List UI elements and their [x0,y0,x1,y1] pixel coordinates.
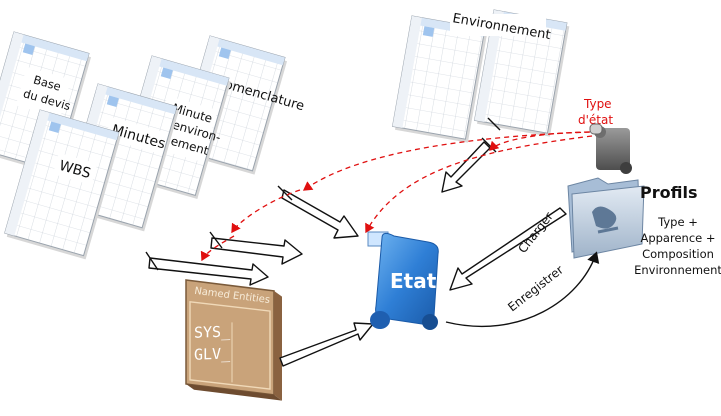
red-arrow-5 [200,235,235,262]
sheet-environnement-front [473,9,570,137]
type-etat-line-1: Type [583,97,612,111]
arrow-environnement-to-etat [441,141,491,193]
arrow-charger [449,207,567,291]
profils-line-3: Composition [642,247,714,261]
red-arrow-2 [302,131,591,191]
environnement-label-bg [450,14,546,36]
type-etat-scroll-icon [589,123,632,174]
profils-title: Profils [640,183,697,202]
enregistrer-label: Enregistrer [505,263,566,315]
arrow-wbs [148,257,269,286]
sheet-wbs: WBS [4,109,121,260]
type-etat-line-2: d'état [578,113,613,127]
hollow-arrows [148,141,567,367]
profils-line-4: Environnement [634,263,721,277]
red-arrow-1 [489,131,599,151]
named-entities-line-1: SYS_ [194,322,231,341]
profils-line-2: Apparence + [640,231,715,245]
sheet-environnement-back [391,15,488,143]
profils-line-1: Type + [657,215,698,229]
red-arrow-3 [365,135,593,234]
charger-label: Charger [515,209,556,255]
named-entities-board: Named Entities SYS_ GLV_ [185,279,282,401]
named-entities-line-2: GLV_ [194,344,231,363]
etat-label: Etat [390,269,437,293]
arrow-nomenclature-to-etat [281,189,359,239]
profils-folder-icon [567,177,645,259]
red-dashed-arrows [200,131,599,262]
enregistrer-curve [445,251,600,327]
arrow-named-entities-to-etat [279,322,374,367]
etat-scroll: Etat [367,231,439,330]
arrow-minutes [210,237,303,265]
red-arrow-4 [231,189,301,234]
